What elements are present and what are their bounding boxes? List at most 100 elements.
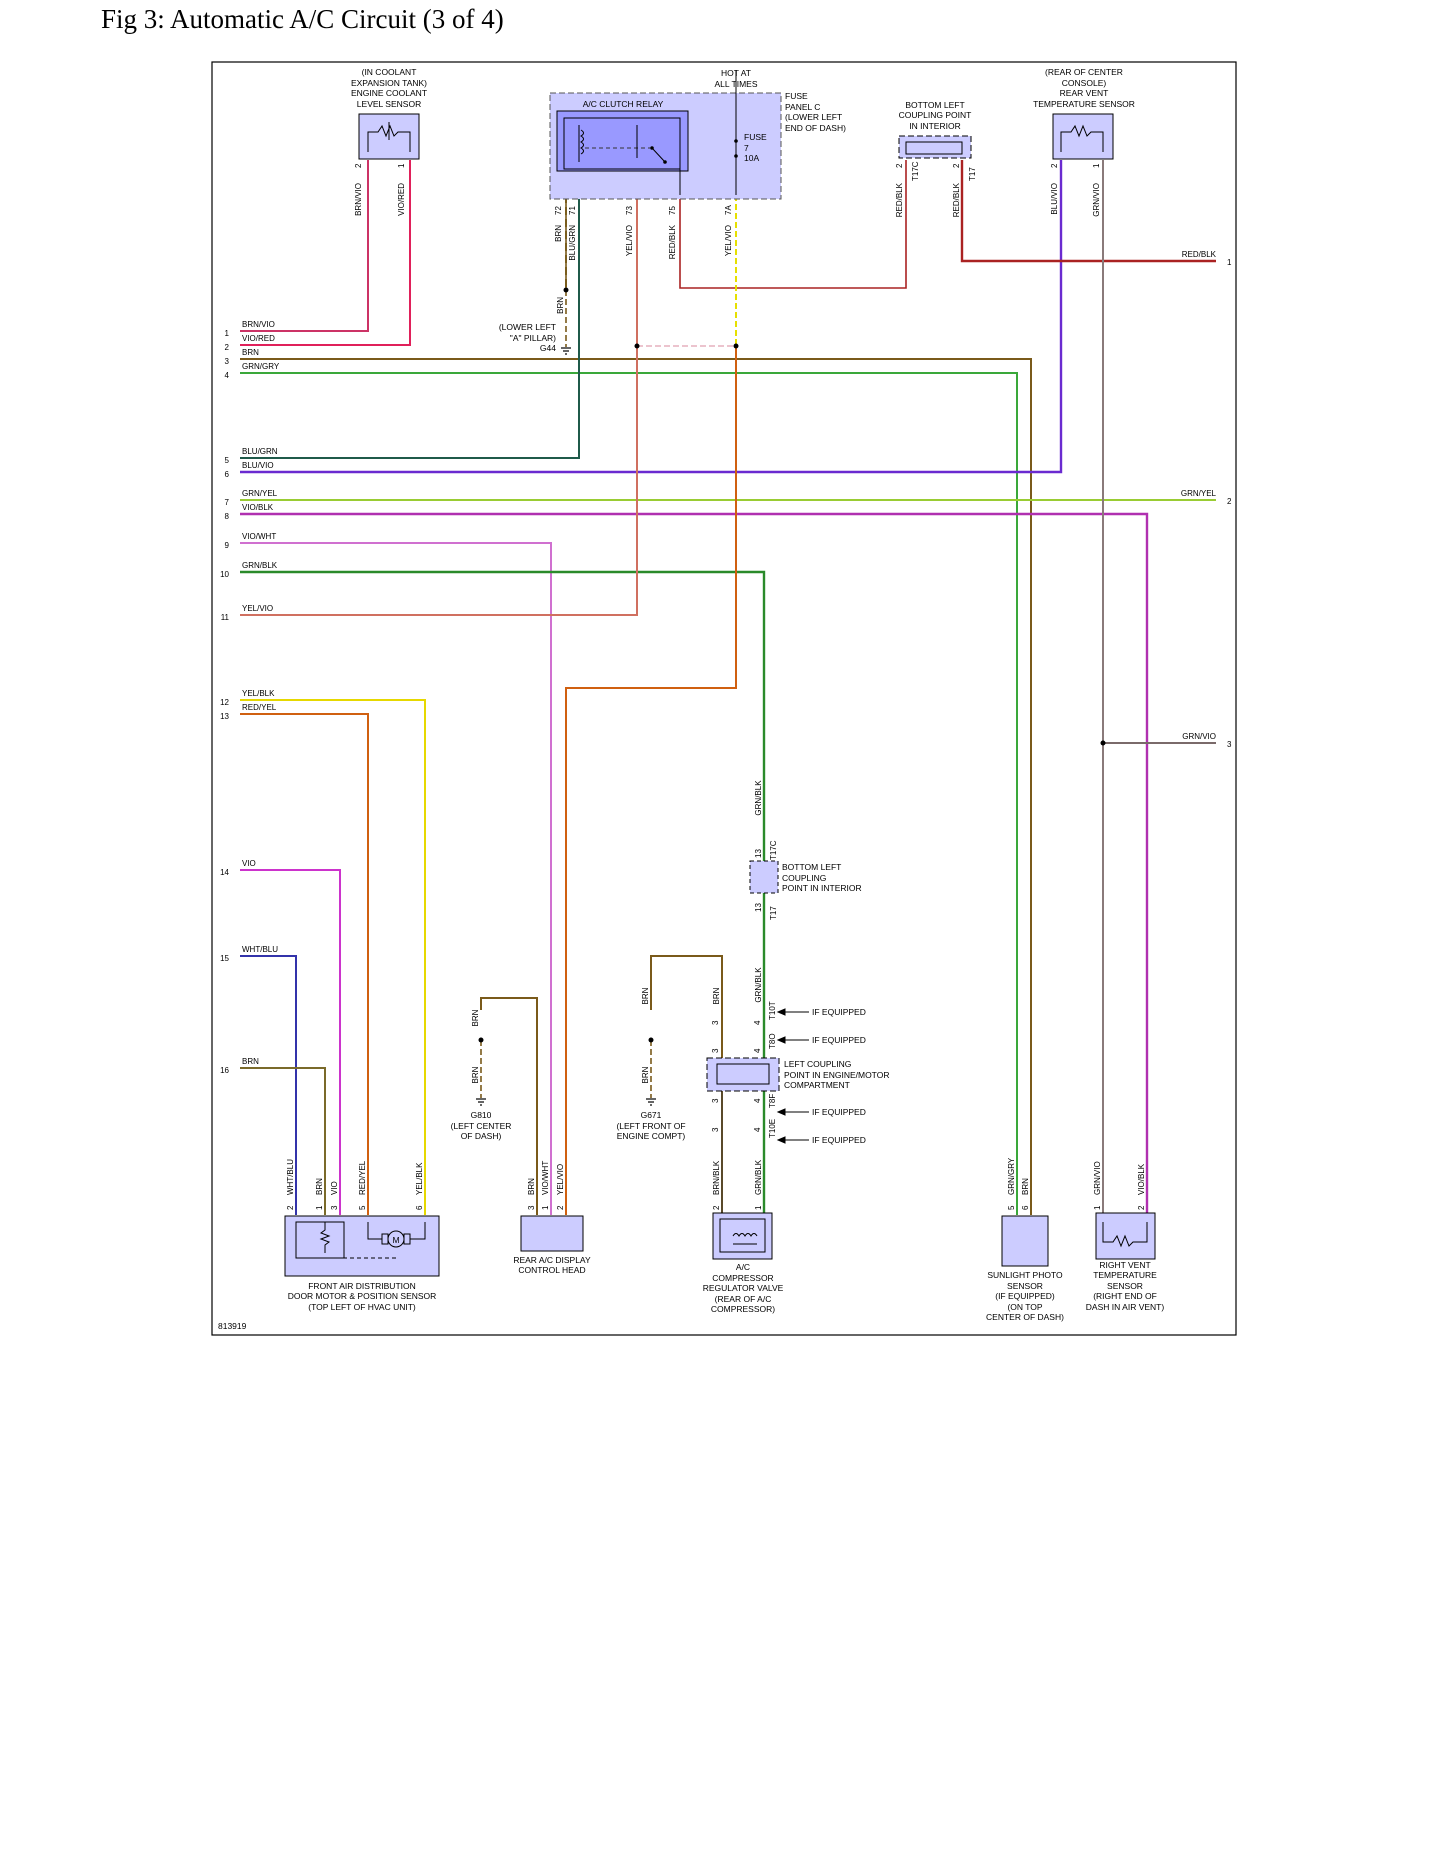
wire-brn-vio [240, 160, 369, 332]
hot-label-1: ALL TIMES [715, 79, 758, 89]
sunlight-label-1: SENSOR [1007, 1281, 1043, 1291]
right-wire-number: 2 [1227, 497, 1232, 506]
relay-pin-73: 73 [625, 206, 634, 215]
wire-vio-blk [240, 512, 1149, 1215]
left-wire-label: BRN/VIO [242, 320, 275, 329]
right-vent-temperature-sensor [1095, 1212, 1156, 1260]
coolant-pin-2: 2 [354, 163, 363, 168]
door-motor-label-1: DOOR MOTOR & POSITION SENSOR [288, 1291, 437, 1301]
door-motor-pin: 2 [286, 1205, 295, 1210]
right-vent-label-1: TEMPERATURE [1093, 1270, 1157, 1280]
right-vent-label-0: RIGHT VENT [1099, 1260, 1150, 1270]
left-wire-label: GRN/YEL [242, 489, 278, 498]
left-wire-number: 6 [225, 470, 230, 479]
fuse-panel-2: (LOWER LEFT [785, 112, 842, 122]
rear-vent-pin-2: 2 [1050, 163, 1059, 168]
coupling-low-label-1: POINT IN ENGINE/MOTOR [784, 1070, 889, 1080]
wire-yel-vio-fuse-down [565, 346, 737, 1215]
compressor-label-0: A/C [736, 1262, 750, 1272]
rear-display-control-head [520, 1215, 584, 1252]
wire-brn-g671 [650, 955, 723, 1058]
wire-brn-16 [240, 1067, 326, 1215]
coolant-wire-0: BRN/VIO [354, 183, 363, 216]
compressor-wire-0: BRN/BLK [712, 1160, 721, 1195]
compressor-wire-1: GRN/BLK [754, 1159, 763, 1195]
fuse-panel-1: PANEL C [785, 102, 820, 112]
compressor-label-1: COMPRESSOR [712, 1273, 773, 1283]
right-wire-label: GRN/VIO [1182, 732, 1216, 741]
coupling-mid-wire: GRN/BLK [754, 780, 763, 816]
relay-wire-2: YEL/VIO [625, 225, 634, 256]
coupling-low-pin-1: 4 [753, 1020, 762, 1025]
coupling-low-pin-7: 4 [753, 1127, 762, 1132]
door-motor-wire: BRN [315, 1178, 324, 1195]
coupling-top [898, 135, 972, 159]
left-wire-number: 1 [225, 329, 230, 338]
coolant-sensor-label-0: (IN COOLANT [362, 67, 417, 77]
left-wire-label: YEL/VIO [242, 604, 273, 613]
coupling-mid-label-1: COUPLING [782, 873, 826, 883]
right-vent-wire-1: VIO/BLK [1137, 1163, 1146, 1195]
coupling-low [706, 1057, 780, 1092]
left-wire-number: 9 [225, 541, 230, 550]
coupling-top-1: COUPLING POINT [899, 110, 972, 120]
door-motor-wire: RED/YEL [358, 1160, 367, 1195]
door-motor [284, 1215, 440, 1277]
door-motor-label-0: FRONT AIR DISTRIBUTION [308, 1281, 416, 1291]
display-head-label-1: CONTROL HEAD [518, 1265, 585, 1275]
wire-grn-blk [240, 570, 766, 1215]
left-wire-number: 2 [225, 343, 230, 352]
left-wire-number: 5 [225, 456, 230, 465]
coupling-mid-pin-1: 13 [754, 903, 763, 912]
left-wire-label: RED/YEL [242, 703, 277, 712]
door-motor-pin: 3 [330, 1205, 339, 1210]
wire-vio-red [240, 160, 411, 346]
relay-pin-71: 71 [568, 206, 577, 215]
wire-yel-vio-11 [240, 195, 638, 616]
coupling-low-pin-0: 3 [711, 1020, 720, 1025]
display-pin-3: 3 [527, 1205, 536, 1210]
rear-vent-pin-1: 1 [1092, 163, 1101, 168]
rear-vent-wire-1: GRN/VIO [1092, 183, 1101, 217]
hot-label-0: HOT AT [721, 68, 751, 78]
g44-wire: BRN [556, 297, 565, 314]
g671-label-1: (LEFT FRONT OF [616, 1121, 685, 1131]
sunlight-label-4: CENTER OF DASH) [986, 1312, 1064, 1322]
left-wire-number: 12 [220, 698, 229, 707]
fuse-panel-0: FUSE [785, 91, 808, 101]
door-motor-pin: 1 [315, 1205, 324, 1210]
sunlight-wire-0: GRN/GRY [1007, 1157, 1016, 1195]
compressor-regulator-valve [712, 1212, 773, 1260]
compressor-label-4: COMPRESSOR) [711, 1304, 775, 1314]
ground-symbols [476, 347, 656, 1106]
display-wire-1: VIO/WHT [541, 1161, 550, 1195]
coupling-top-wire-0: RED/BLK [895, 182, 904, 217]
coupling-low-pin-2: 3 [711, 1048, 720, 1053]
coupling-low-code-0: T10T [768, 1001, 777, 1020]
left-wire-label: VIO/RED [242, 334, 275, 343]
ground-g810 [476, 1098, 486, 1106]
fuse-label-2: 10A [744, 153, 759, 163]
coupling-low-code-2: T8F [768, 1094, 777, 1108]
diagram-frame [211, 61, 1237, 1336]
fuse-label-0: FUSE [744, 132, 767, 142]
coupling-low-label-2: COMPARTMENT [784, 1080, 850, 1090]
door-motor-wire: YEL/BLK [415, 1162, 424, 1195]
wire-brn-3 [240, 358, 1032, 1215]
coupling-low-pin-6: 3 [711, 1127, 720, 1132]
g810-wire-top: BRN [471, 1009, 480, 1026]
sunlight-photo-sensor [1001, 1215, 1049, 1267]
left-wire-label: GRN/GRY [242, 362, 280, 371]
rear-vent-0: (REAR OF CENTER [1045, 67, 1123, 77]
compressor-label-2: REGULATOR VALVE [703, 1283, 784, 1293]
right-wire-label: RED/BLK [1182, 250, 1217, 259]
ground-g44 [561, 347, 571, 355]
coupling-low-wire-brn: BRN [712, 987, 721, 1004]
coupling-mid-label-2: POINT IN INTERIOR [782, 883, 862, 893]
right-vent-wire-0: GRN/VIO [1093, 1161, 1102, 1195]
left-wire-label: BRN [242, 348, 259, 357]
left-wire-label: VIO/WHT [242, 532, 276, 541]
g810-wire-bottom: BRN [471, 1066, 480, 1083]
left-wire-number: 7 [225, 498, 230, 507]
